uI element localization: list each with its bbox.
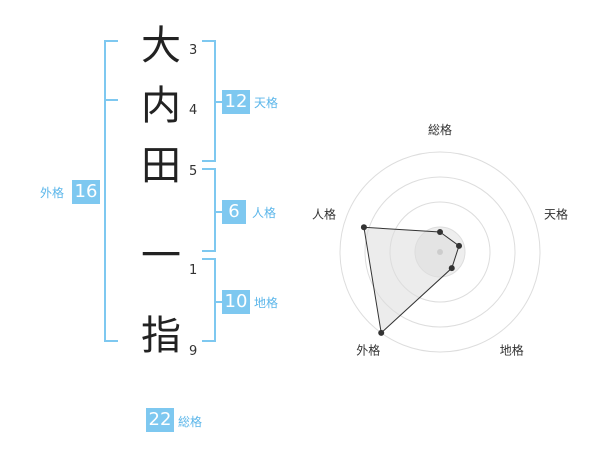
tenkaku-value: 12 bbox=[222, 90, 250, 114]
radar-point-5 bbox=[360, 224, 367, 231]
chikaku-connector bbox=[214, 301, 222, 303]
gaikaku-value: 16 bbox=[72, 180, 100, 204]
jinkaku-label: 人格 bbox=[252, 206, 277, 220]
radar-ring-3 bbox=[364, 176, 516, 328]
radar-point-4 bbox=[378, 329, 385, 336]
radar-axis-label-4: 外格 bbox=[356, 343, 380, 358]
chikaku-value: 10 bbox=[222, 290, 250, 314]
name-char-4: 一 bbox=[141, 233, 181, 279]
name-char-1: 大 bbox=[141, 23, 181, 69]
soukaku-value: 22 bbox=[146, 408, 174, 432]
radar-axis-label-3: 地格 bbox=[500, 343, 524, 358]
name-char-3: 田 bbox=[141, 143, 181, 189]
chikaku-label: 地格 bbox=[254, 296, 279, 310]
jinkaku-bracket bbox=[202, 168, 216, 252]
stroke-count-3: 5 bbox=[189, 164, 198, 179]
stroke-count-5: 9 bbox=[189, 344, 198, 359]
jinkaku-connector bbox=[214, 211, 222, 213]
stroke-count-2: 4 bbox=[189, 103, 198, 118]
gaikaku-bracket bbox=[104, 40, 118, 342]
tenkaku-connector bbox=[214, 101, 222, 103]
stroke-count-1: 3 bbox=[189, 43, 198, 58]
radar-area bbox=[363, 226, 460, 334]
jinkaku-value: 6 bbox=[222, 200, 246, 224]
gaikaku-bracket-tick bbox=[104, 99, 118, 101]
radar-axis-label-5: 人格 bbox=[312, 206, 336, 221]
radar-point-2 bbox=[456, 242, 463, 249]
radar-axis-label-2: 天格 bbox=[544, 206, 568, 221]
chikaku-bracket bbox=[202, 258, 216, 342]
gaikaku-label: 外格 bbox=[40, 186, 65, 200]
radar-point-3 bbox=[448, 265, 455, 272]
name-char-2: 内 bbox=[141, 83, 181, 129]
name-char-5: 指 bbox=[141, 313, 181, 359]
tenkaku-label: 天格 bbox=[254, 96, 279, 110]
stroke-count-4: 1 bbox=[189, 263, 198, 278]
soukaku-label: 総格 bbox=[178, 415, 203, 429]
radar-point-1 bbox=[437, 229, 443, 235]
radar-ring-4 bbox=[339, 151, 541, 353]
radar-axis-label-1: 総格 bbox=[428, 122, 452, 137]
